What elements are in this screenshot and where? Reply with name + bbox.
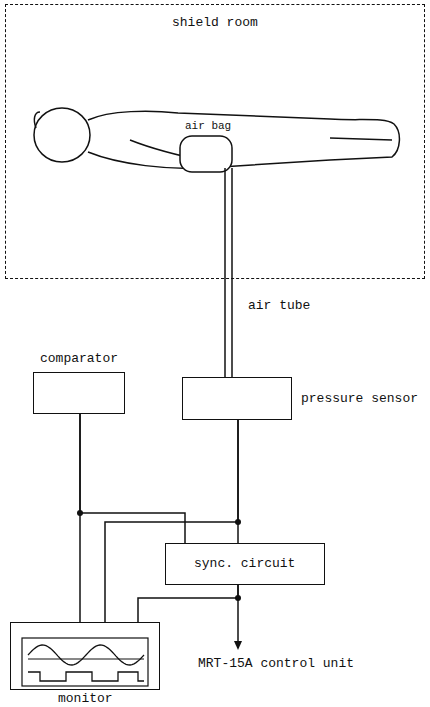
signal-wire bbox=[138, 585, 238, 622]
monitor-box: monitor bbox=[10, 622, 160, 690]
sync-circuit-box: sync. circuit bbox=[165, 543, 325, 585]
air-tube bbox=[225, 279, 232, 377]
comparator-box: comparator bbox=[33, 372, 125, 414]
node-label: shield room bbox=[172, 15, 258, 31]
monitor-screen bbox=[22, 638, 148, 686]
air-tube-inner bbox=[225, 168, 232, 279]
air-bag bbox=[180, 136, 232, 172]
output-label: MRT-15A control unit bbox=[196, 656, 356, 672]
part-label: air tube bbox=[246, 298, 312, 314]
node-label: sync. circuit bbox=[194, 556, 295, 572]
pressure-sensor-box: pressure sensor bbox=[182, 377, 292, 420]
node-label: comparator bbox=[40, 351, 118, 367]
signal-wire bbox=[105, 420, 238, 622]
signal-wire bbox=[80, 414, 81, 622]
node-label: monitor bbox=[58, 691, 113, 707]
node-label: pressure sensor bbox=[301, 391, 418, 407]
shield-room: shield room bbox=[5, 4, 425, 279]
signal-wire bbox=[80, 414, 185, 543]
part-label: air bag bbox=[183, 118, 233, 134]
junction-dots bbox=[77, 510, 241, 601]
